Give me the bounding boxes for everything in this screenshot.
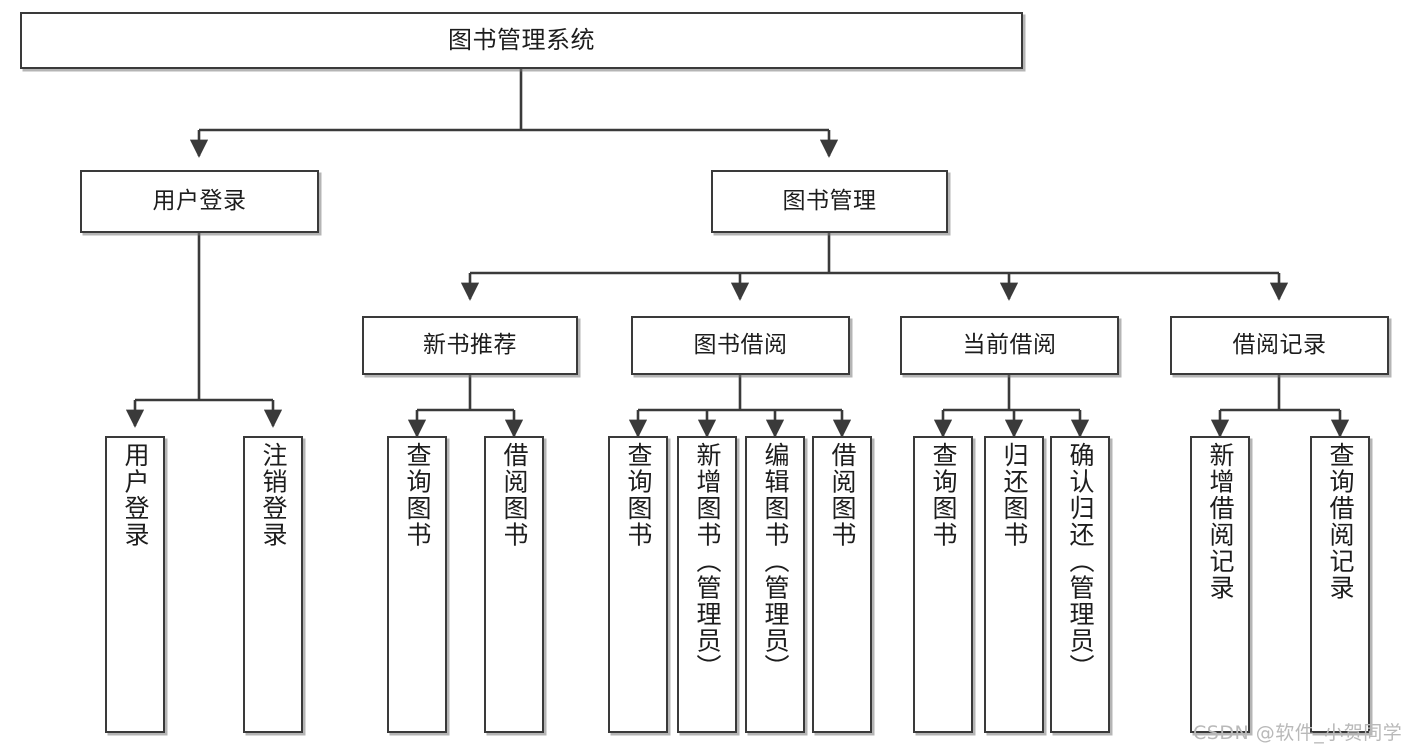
node-leaf-query-book-1[interactable]: 查询图书	[387, 436, 447, 733]
node-leaf-add-book[interactable]: 新增图书（管理员）	[677, 436, 737, 733]
node-leaf-return-book[interactable]: 归还图书	[984, 436, 1044, 733]
node-book-manage[interactable]: 图书管理	[711, 170, 948, 233]
node-leaf-edit-book-label: 编辑图书（管理员）	[761, 442, 790, 681]
node-leaf-query-book-2[interactable]: 查询图书	[608, 436, 668, 733]
node-leaf-query-book-3[interactable]: 查询图书	[913, 436, 973, 733]
node-leaf-query-book-2-label: 查询图书	[624, 442, 653, 548]
node-leaf-borrow-book-2-label: 借阅图书	[828, 442, 857, 548]
node-leaf-query-record-label: 查询借阅记录	[1326, 442, 1355, 601]
node-new-book-recommend-label: 新书推荐	[423, 332, 517, 359]
node-book-borrow-label: 图书借阅	[693, 332, 788, 359]
node-current-borrow[interactable]: 当前借阅	[900, 316, 1119, 375]
node-leaf-logout[interactable]: 注销登录	[243, 436, 303, 733]
node-leaf-add-book-label: 新增图书（管理员）	[693, 442, 722, 681]
node-leaf-return-book-label: 归还图书	[1000, 442, 1029, 548]
node-root-title[interactable]: 图书管理系统	[20, 12, 1023, 69]
node-current-borrow-label: 当前借阅	[962, 332, 1057, 359]
node-leaf-edit-book[interactable]: 编辑图书（管理员）	[745, 436, 805, 733]
node-user-login[interactable]: 用户登录	[80, 170, 319, 233]
node-leaf-query-book-3-label: 查询图书	[929, 442, 958, 548]
node-leaf-confirm-return-label: 确认归还（管理员）	[1066, 442, 1095, 681]
node-leaf-query-book-1-label: 查询图书	[403, 442, 432, 548]
node-leaf-confirm-return[interactable]: 确认归还（管理员）	[1050, 436, 1110, 733]
node-leaf-borrow-book-2[interactable]: 借阅图书	[812, 436, 872, 733]
node-borrow-record-label: 借阅记录	[1232, 332, 1327, 359]
node-book-manage-label: 图书管理	[782, 188, 877, 215]
node-leaf-logout-label: 注销登录	[259, 442, 288, 548]
node-book-borrow[interactable]: 图书借阅	[631, 316, 850, 375]
node-leaf-borrow-book-1[interactable]: 借阅图书	[484, 436, 544, 733]
node-root-title-label: 图书管理系统	[448, 25, 595, 54]
node-leaf-add-record[interactable]: 新增借阅记录	[1190, 436, 1250, 733]
node-leaf-user-login[interactable]: 用户登录	[105, 436, 165, 733]
node-leaf-borrow-book-1-label: 借阅图书	[500, 442, 529, 548]
node-leaf-user-login-label: 用户登录	[121, 442, 150, 548]
node-user-login-label: 用户登录	[152, 188, 247, 215]
node-borrow-record[interactable]: 借阅记录	[1170, 316, 1389, 375]
node-leaf-query-record[interactable]: 查询借阅记录	[1310, 436, 1370, 733]
node-new-book-recommend[interactable]: 新书推荐	[362, 316, 578, 375]
csdn-watermark: CSDN @软件_小贺同学	[1193, 722, 1403, 744]
node-leaf-add-record-label: 新增借阅记录	[1206, 442, 1235, 601]
